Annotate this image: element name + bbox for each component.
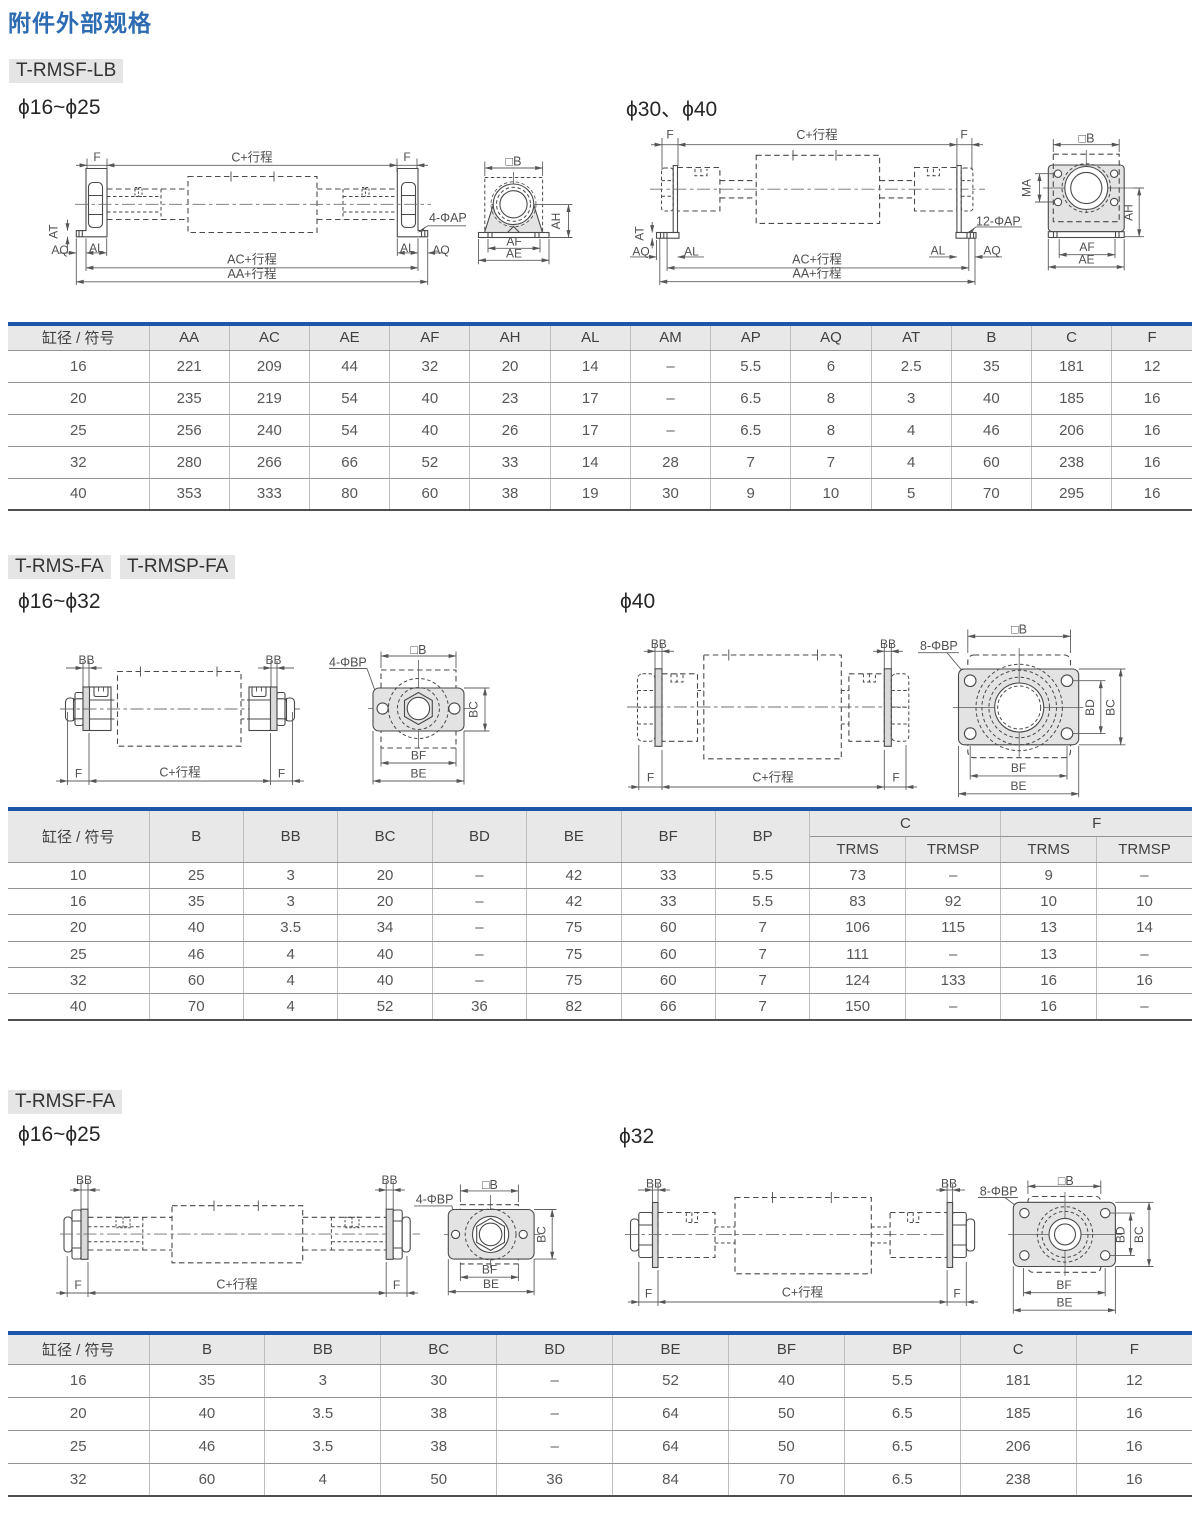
svg-text:AC+行程: AC+行程 [792, 252, 842, 267]
svg-text:8-ΦBP: 8-ΦBP [980, 1185, 1018, 1199]
svg-text:12-ΦAP: 12-ΦAP [976, 215, 1021, 229]
svg-text:AE: AE [506, 247, 522, 261]
svg-text:BD: BD [1113, 1226, 1127, 1243]
svg-text:BF: BF [411, 749, 426, 763]
svg-text:AQ: AQ [632, 245, 649, 259]
svg-text:F: F [960, 128, 967, 142]
svg-text:AQ: AQ [51, 243, 68, 257]
svg-text:AC+行程: AC+行程 [227, 252, 277, 267]
svg-text:BC: BC [535, 1226, 549, 1243]
svg-text:BF: BF [1056, 1278, 1071, 1292]
svg-text:BB: BB [941, 1177, 957, 1191]
svg-text:F: F [645, 1287, 652, 1301]
svg-text:C+行程: C+行程 [752, 770, 794, 785]
svg-text:□B: □B [506, 155, 522, 169]
svg-text:F: F [393, 1278, 400, 1292]
svg-text:4-ΦAP: 4-ΦAP [429, 211, 467, 225]
svg-text:BB: BB [646, 1177, 662, 1191]
svg-text:F: F [75, 767, 82, 781]
svg-text:F: F [403, 150, 410, 164]
svg-text:BB: BB [265, 653, 281, 667]
svg-text:BC: BC [1132, 1226, 1146, 1243]
svg-text:BF: BF [482, 1263, 497, 1277]
svg-text:BB: BB [651, 637, 667, 651]
svg-text:□B: □B [1079, 132, 1095, 146]
svg-text:F: F [93, 150, 100, 164]
svg-text:□B: □B [1011, 623, 1027, 637]
svg-text:8-ΦBP: 8-ΦBP [920, 639, 958, 653]
svg-text:BC: BC [467, 701, 481, 718]
svg-text:F: F [666, 128, 673, 142]
svg-text:F: F [74, 1278, 81, 1292]
svg-text:C+行程: C+行程 [159, 765, 201, 780]
svg-text:□B: □B [482, 1178, 498, 1192]
svg-text:AT: AT [633, 226, 647, 241]
svg-text:4-ΦBP: 4-ΦBP [416, 1193, 454, 1207]
svg-text:AA+行程: AA+行程 [793, 266, 842, 281]
svg-text:F: F [647, 771, 654, 785]
svg-text:BB: BB [880, 637, 896, 651]
svg-text:AQ: AQ [983, 244, 1000, 258]
svg-text:AA+行程: AA+行程 [228, 266, 277, 281]
svg-text:AH: AH [1122, 204, 1136, 221]
svg-text:C+行程: C+行程 [796, 127, 838, 142]
svg-text:AL: AL [931, 244, 946, 258]
svg-text:AF: AF [506, 235, 521, 249]
svg-text:AE: AE [1078, 253, 1094, 267]
svg-text:AQ: AQ [432, 243, 449, 257]
svg-text:□B: □B [1058, 1174, 1074, 1188]
svg-text:AL: AL [684, 245, 699, 259]
svg-text:BF: BF [1011, 761, 1026, 775]
svg-text:□B: □B [411, 645, 427, 657]
svg-text:F: F [953, 1287, 960, 1301]
svg-text:F: F [278, 767, 285, 781]
svg-text:C+行程: C+行程 [231, 150, 273, 165]
svg-text:MA: MA [1020, 179, 1034, 197]
svg-text:AH: AH [549, 213, 563, 230]
svg-text:BE: BE [410, 767, 426, 781]
svg-text:AF: AF [1079, 240, 1094, 254]
svg-text:BD: BD [1083, 699, 1097, 716]
svg-text:AT: AT [47, 224, 61, 239]
svg-text:BE: BE [483, 1277, 499, 1291]
svg-text:C+行程: C+行程 [782, 1285, 824, 1300]
svg-text:BB: BB [78, 653, 94, 667]
svg-text:4-ΦBP: 4-ΦBP [329, 656, 367, 670]
svg-text:BE: BE [1056, 1296, 1072, 1310]
svg-text:F: F [892, 771, 899, 785]
svg-text:BC: BC [1104, 699, 1118, 716]
svg-text:BB: BB [76, 1173, 92, 1187]
svg-text:C+行程: C+行程 [216, 1277, 258, 1292]
svg-text:BE: BE [1010, 779, 1026, 793]
svg-text:BB: BB [381, 1173, 397, 1187]
